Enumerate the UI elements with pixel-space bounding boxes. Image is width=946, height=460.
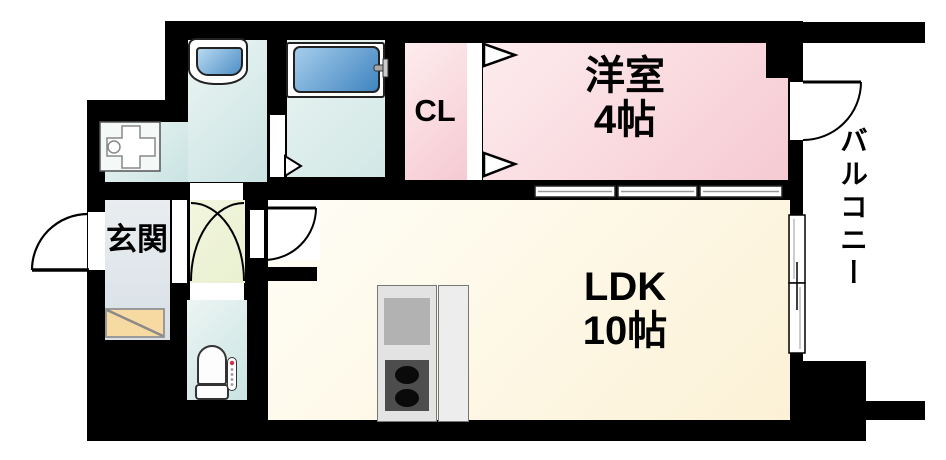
wall-balcony-bottom	[803, 361, 866, 441]
gas-stove-icon	[385, 360, 429, 411]
room-washroom-extension	[105, 122, 188, 182]
toilet-door-opening	[190, 283, 244, 300]
room-western	[483, 43, 788, 180]
ldk-size: 10帖	[582, 309, 668, 353]
ldk-label: LDK 10帖	[430, 265, 820, 353]
balcony-door-opening	[790, 82, 803, 140]
wall-balcony-stub	[866, 401, 925, 420]
wall-western-notch	[766, 43, 788, 78]
washbasin-bowl-icon	[196, 47, 243, 76]
ldk-name: LDK	[583, 265, 667, 309]
toilet-control-panel-icon	[227, 357, 237, 391]
kitchen-sink-icon	[384, 298, 430, 345]
front-door-opening	[88, 212, 105, 270]
balcony-label: バルコニー	[837, 125, 868, 291]
toilet-seat-icon	[195, 384, 229, 400]
wall-balcony-top	[803, 22, 925, 43]
entrance-hall-door-opening	[172, 200, 187, 283]
western-room-name: 洋室	[585, 54, 665, 98]
kitchen-side-counter	[438, 285, 469, 422]
room-ldk	[268, 200, 790, 420]
wall-kitchen-stub	[268, 267, 317, 281]
ldk-door-swing-area	[268, 200, 320, 260]
western-room-size: 4帖	[593, 98, 657, 142]
bathtub-icon	[293, 46, 380, 93]
room-hallway	[190, 200, 245, 283]
shoe-cabinet-icon	[105, 308, 165, 338]
hall-ldk-door-opening	[250, 210, 264, 258]
entrance-label: 玄関	[106, 222, 168, 257]
room-closet	[405, 43, 467, 180]
toilet-bowl-icon	[197, 345, 227, 385]
front-door-swing-icon	[30, 212, 89, 272]
bath-door-opening	[270, 115, 285, 177]
closet-label: CL	[414, 93, 456, 128]
western-room-label: 洋室 4帖	[480, 54, 770, 142]
washroom-door-opening	[190, 183, 243, 200]
closet-door-opening	[467, 43, 482, 180]
